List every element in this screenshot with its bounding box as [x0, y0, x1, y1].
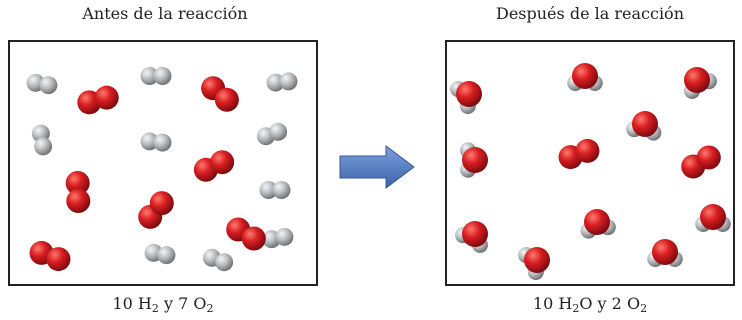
oxygen-molecule: [201, 76, 239, 112]
oxygen-molecule: [138, 191, 174, 229]
water-molecule: [460, 142, 488, 178]
water-molecule: [567, 63, 603, 91]
hydrogen-molecule: [140, 67, 172, 85]
hydrogen-molecule: [262, 227, 294, 249]
oxygen-molecule: [65, 171, 91, 213]
water-molecule: [695, 204, 731, 232]
water-molecule: [455, 221, 488, 253]
hydrogen-molecule: [144, 243, 176, 265]
reaction-arrow-icon: [339, 145, 415, 189]
after-reaction-title: Después de la reacción: [496, 4, 684, 23]
water-molecule: [684, 67, 717, 99]
oxygen-molecule: [29, 240, 71, 272]
water-molecule: [518, 247, 550, 280]
before-molecules: [26, 67, 298, 272]
water-molecule: [450, 81, 482, 114]
hydrogen-molecule: [140, 132, 172, 152]
water-molecule: [580, 209, 616, 239]
hydrogen-molecule: [26, 73, 58, 95]
oxygen-molecule: [558, 138, 600, 170]
hydrogen-molecule: [259, 181, 291, 199]
hydrogen-molecule: [202, 248, 234, 272]
before-reaction-box: [8, 40, 318, 286]
before-reaction-caption: 10 H2 y 7 O2: [112, 294, 214, 315]
oxygen-molecule: [681, 145, 721, 179]
after-reaction-box: [445, 40, 735, 286]
oxygen-molecule: [77, 85, 119, 115]
oxygen-molecule: [226, 217, 266, 251]
hydrogen-molecule: [256, 122, 288, 146]
after-molecules: [450, 63, 731, 280]
hydrogen-molecule: [31, 124, 53, 156]
water-molecule: [626, 111, 662, 141]
hydrogen-molecule: [266, 72, 298, 92]
oxygen-molecule: [193, 150, 235, 182]
after-reaction-caption: 10 H2O y 2 O2: [532, 294, 648, 315]
before-reaction-title: Antes de la reacción: [82, 4, 248, 23]
water-molecule: [647, 239, 683, 267]
